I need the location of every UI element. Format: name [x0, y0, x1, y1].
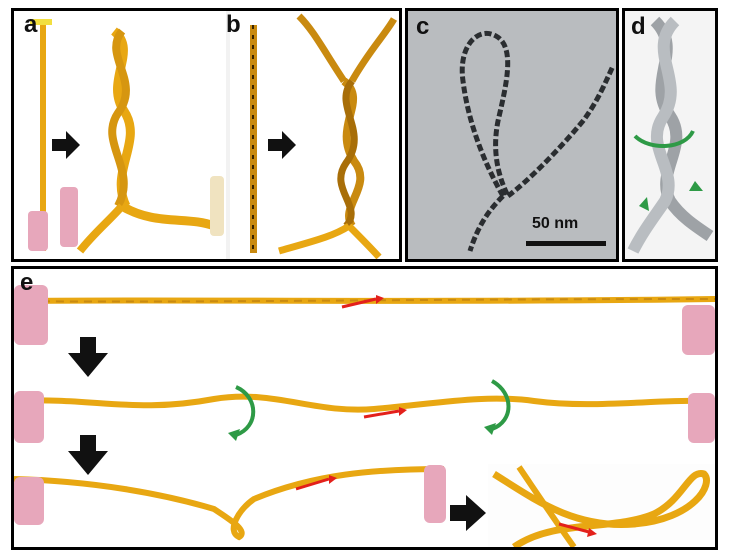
- panel-c: c 50 nm: [405, 8, 619, 262]
- panel-label-a: a: [24, 11, 38, 38]
- red-arrow-icon: [341, 297, 377, 309]
- panel-label-d: d: [631, 13, 646, 40]
- green-arrow-icon: [689, 181, 703, 191]
- clamp-icon: [210, 176, 224, 236]
- panel-label-e: e: [20, 269, 34, 296]
- red-arrow-icon: [558, 522, 590, 534]
- red-arrow-icon: [295, 477, 330, 491]
- clamp-icon: [682, 305, 715, 355]
- panel-label-c: c: [416, 13, 430, 40]
- right-arrow-icon: [450, 495, 486, 531]
- panel-e: e: [11, 266, 718, 550]
- fiber-row-3: [14, 466, 445, 541]
- scale-bar: [526, 241, 606, 246]
- panel-e-image: [14, 285, 715, 547]
- straight-fiber: [40, 21, 46, 251]
- panel-ab: a b: [11, 8, 402, 262]
- green-arrow-icon: [639, 197, 649, 211]
- tem-image: [408, 11, 616, 259]
- rope-model-image: [625, 11, 715, 259]
- green-curved-arrow-icon: [235, 385, 256, 437]
- right-arrow-icon: [52, 131, 80, 159]
- down-arrow-icon: [68, 337, 108, 377]
- clamp-icon: [14, 477, 44, 525]
- clamp-icon: [688, 393, 715, 443]
- panel-d: d: [622, 8, 718, 262]
- fiber-row-1: [14, 296, 715, 304]
- fiber-row-2: [14, 393, 715, 413]
- scale-bar-label: 50 nm: [532, 215, 579, 232]
- clamp-top-icon: [30, 19, 52, 25]
- right-arrow-icon: [268, 131, 296, 159]
- red-arrow-icon: [363, 409, 400, 419]
- clamp-icon: [28, 211, 48, 251]
- panel-ab-image: [28, 11, 398, 259]
- green-curved-arrow-icon: [633, 129, 695, 149]
- green-curved-arrow-icon: [490, 379, 511, 431]
- panel-label-b: b: [226, 11, 241, 38]
- clamp-icon: [14, 285, 48, 345]
- clamp-icon: [14, 391, 44, 443]
- down-arrow-icon: [68, 435, 108, 475]
- clamp-icon: [60, 187, 78, 247]
- fiber-inset: [492, 470, 710, 547]
- clamp-icon: [424, 465, 446, 523]
